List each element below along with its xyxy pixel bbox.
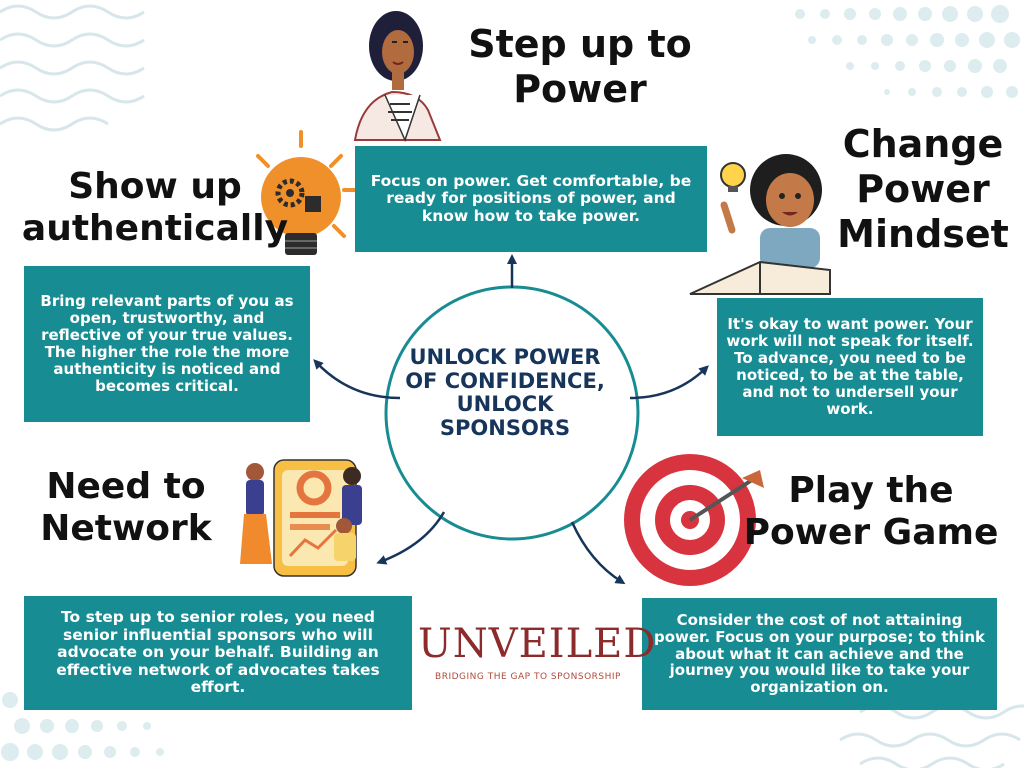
power-game-description: Consider the cost of not attaining power… [642,598,997,710]
network-description: To step up to senior roles, you need sen… [24,596,412,710]
power-game-title: Play the Power Game [743,470,999,554]
change-mindset-description: It's okay to want power. Your work will … [717,298,983,436]
lightbulb-gear-icon [256,130,358,255]
connector-arrows [313,254,709,585]
dot-pattern-top-right [795,5,1020,98]
center-hub-text: UNLOCK POWER OF CONFIDENCE, UNLOCK SPONS… [405,345,605,440]
woman-portrait-illustration [353,11,442,143]
girl-idea-illustration [689,154,831,295]
team-phone-illustration [240,459,362,577]
wave-pattern-bottom-right [839,704,1024,768]
arrow-to-power-game [570,521,626,585]
wave-pattern-top-left [0,4,145,132]
network-title: Need to Network [40,466,212,550]
arrow-to-change-mindset [629,365,709,400]
logo-tagline: BRIDGING THE GAP TO SPONSORSHIP [435,672,621,682]
show-up-title: Show up authentically [21,166,289,250]
step-up-description: Focus on power. Get comfortable, be read… [355,146,707,252]
target-arrow-icon [624,454,764,586]
show-up-description: Bring relevant parts of you as open, tru… [24,266,310,422]
arrow-to-show-up [313,359,401,400]
dot-pattern-bottom-left [1,692,164,761]
change-mindset-title: Change Power Mindset [837,122,1009,256]
unveiled-logo: UNVEILED [418,621,657,667]
arrow-to-network [376,511,446,565]
step-up-title: Step up to Power [468,22,692,111]
